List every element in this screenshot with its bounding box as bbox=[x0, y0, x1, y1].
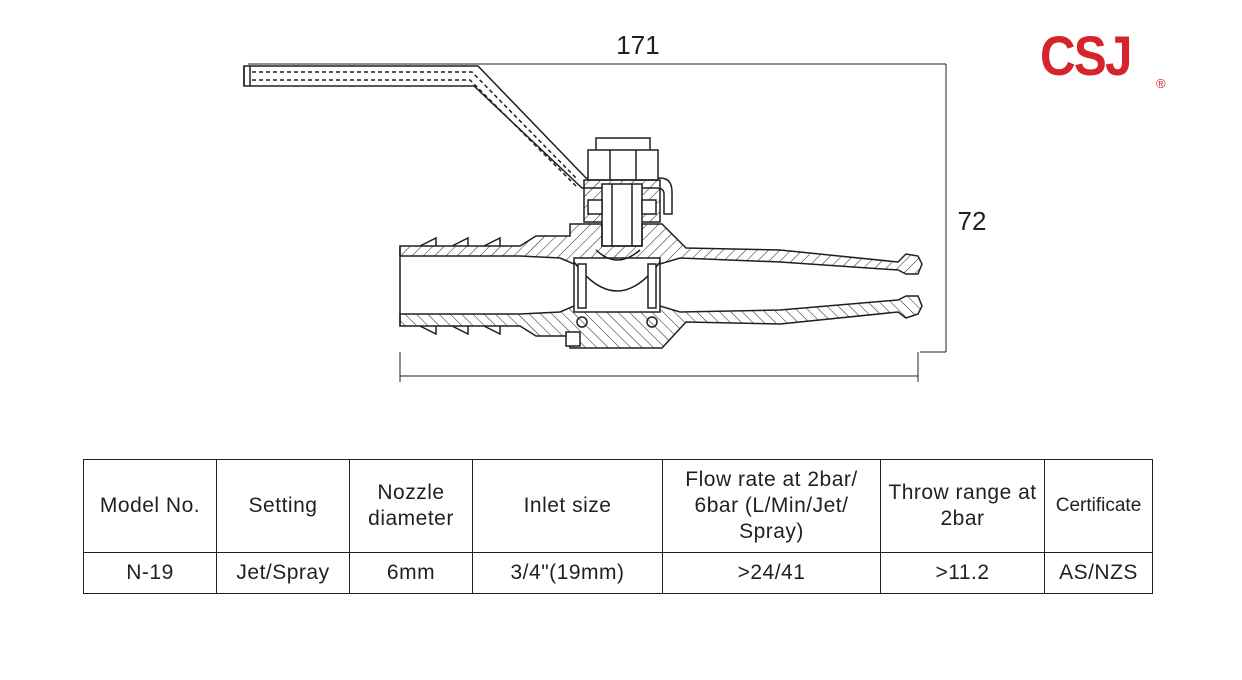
brand-logo: CSJ ® bbox=[1040, 24, 1166, 98]
brand-logo-text: CSJ bbox=[1040, 24, 1132, 87]
valve-body bbox=[399, 223, 923, 349]
header-flow-rate: Flow rate at 2bar/ 6bar (L/Min/Jet/ Spra… bbox=[662, 459, 881, 553]
cell-inlet-size: 3/4"(19mm) bbox=[472, 552, 663, 594]
dimension-height-label: 72 bbox=[958, 206, 987, 236]
header-inlet-size: Inlet size bbox=[472, 459, 663, 553]
cell-certificate: AS/NZS bbox=[1044, 552, 1153, 594]
valve-stem-nut bbox=[583, 137, 661, 247]
header-setting: Setting bbox=[216, 459, 350, 553]
spec-table: Model No. Setting Nozzle diameter Inlet … bbox=[83, 459, 1153, 594]
registered-mark: ® bbox=[1156, 76, 1166, 91]
header-certificate: Certificate bbox=[1044, 459, 1153, 553]
cell-throw-range: >11.2 bbox=[880, 552, 1045, 594]
cell-setting: Jet/Spray bbox=[216, 552, 350, 594]
valve-technical-drawing: 171 72 bbox=[243, 30, 987, 382]
header-throw-range: Throw range at 2bar bbox=[880, 459, 1045, 553]
table-row: N-19 Jet/Spray 6mm 3/4"(19mm) >24/41 >11… bbox=[83, 552, 1153, 594]
cell-model-no: N-19 bbox=[83, 552, 217, 594]
cell-nozzle-diameter: 6mm bbox=[349, 552, 473, 594]
header-nozzle-diameter: Nozzle diameter bbox=[349, 459, 473, 553]
header-model-no: Model No. bbox=[83, 459, 217, 553]
cell-flow-rate: >24/41 bbox=[662, 552, 881, 594]
dimension-length-label: 171 bbox=[616, 30, 659, 60]
table-header-row: Model No. Setting Nozzle diameter Inlet … bbox=[83, 459, 1153, 553]
dimension-lines bbox=[248, 63, 947, 382]
